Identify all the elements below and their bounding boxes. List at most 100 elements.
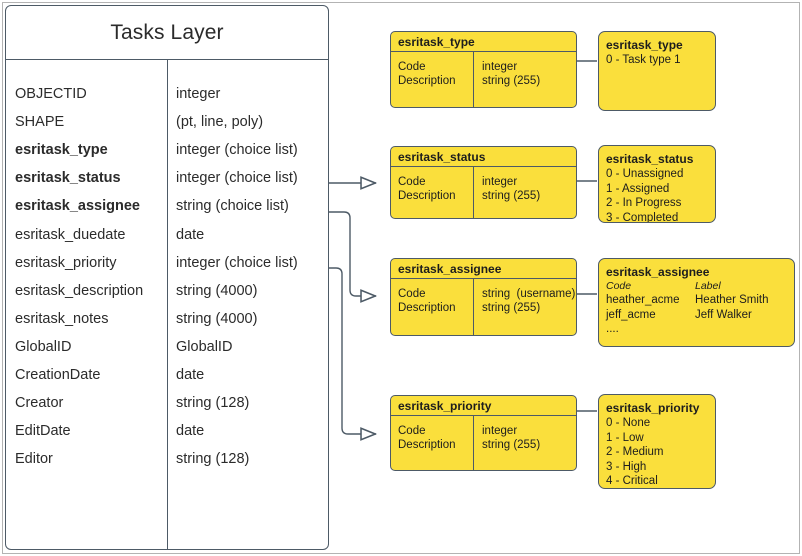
table-row[interactable]: esritask_notes string (4000) [6,305,328,333]
field-name: GlobalID [15,339,72,355]
field-type: GlobalID [176,339,233,355]
value-table-row: jeff_acme Jeff Walker [606,308,794,323]
domain-box-left-col: Code Description [391,416,474,470]
domain-box-body: Code Description integer string (255) [391,416,576,470]
tasks-layer-header: Tasks Layer [6,6,328,60]
field-name: esritask_assignee [15,198,140,214]
value-item: 2 - Medium [606,446,664,458]
table-row[interactable]: SHAPE (pt, line, poly) [6,108,328,136]
value-code: jeff_acme [606,308,656,321]
value-item: 0 - None [606,417,651,429]
field-type: integer (choice list) [176,170,298,186]
field-type: integer [176,86,221,102]
domain-field-label: Code [398,176,426,188]
domain-box-esritask-status[interactable]: esritask_status Code Description integer… [390,146,577,219]
value-label: Heather Smith [695,294,769,306]
domain-box-title: esritask_status [391,147,576,167]
domain-box-esritask-assignee[interactable]: esritask_assignee Code Description strin… [390,258,577,336]
value-code: heather_acme [606,294,680,306]
value-box-esritask-status[interactable]: esritask_status 0 - Unassigned 1 - Assig… [598,145,716,223]
column-header-label: Label [695,280,721,292]
field-type: date [176,367,205,383]
domain-box-title: esritask_assignee [391,259,576,279]
field-name: OBJECTID [15,86,87,102]
domain-field-type: integer [482,425,518,437]
value-item: 0 - Unassigned [606,168,684,180]
domain-field-type: integer [482,61,518,73]
value-item: 1 - Low [606,431,644,444]
domain-box-body: Code Description integer string (255) [391,52,576,107]
domain-box-left-col: Code Description [391,52,474,107]
domain-field-type: string (255) [482,439,541,451]
value-box-title: esritask_type [606,38,683,52]
page-title: Tasks Layer [110,20,224,44]
field-type: integer (choice list) [176,142,298,158]
domain-field-label: Description [398,190,456,202]
field-name: esritask_priority [15,255,117,271]
domain-field-type: integer [482,176,518,188]
domain-field-type: string (255) [482,75,541,87]
field-type: string (128) [176,395,250,411]
domain-box-right-col: integer string (255) [474,52,576,107]
table-row[interactable]: GlobalID GlobalID [6,333,328,361]
field-name: esritask_status [15,170,121,186]
table-row[interactable]: Editor string (128) [6,445,328,473]
table-row[interactable]: EditDate date [6,417,328,445]
domain-box-title: esritask_type [391,32,576,52]
value-item: 1 - Assigned [606,182,670,195]
domain-box-body: Code Description integer string (255) [391,167,576,218]
value-box-esritask-type[interactable]: esritask_type 0 - Task type 1 [598,31,716,111]
table-row[interactable]: esritask_description string (4000) [6,277,328,305]
domain-field-type: string (255) [482,190,541,202]
value-item: 3 - High [606,460,647,473]
table-row[interactable]: esritask_assignee string (choice list) [6,192,328,220]
domain-box-right-col: integer string (255) [474,167,576,218]
table-row[interactable]: esritask_priority integer (choice list) [6,249,328,277]
table-row[interactable]: esritask_status integer (choice list) [6,164,328,192]
domain-field-label: Code [398,61,426,73]
domain-box-left-col: Code Description [391,279,474,335]
field-type: integer (choice list) [176,255,298,271]
domain-box-esritask-priority[interactable]: esritask_priority Code Description integ… [390,395,577,471]
domain-field-label: Description [398,75,456,87]
table-row[interactable]: CreationDate date [6,361,328,389]
value-item: 3 - Completed [606,211,679,223]
table-row[interactable]: esritask_duedate date [6,221,328,249]
value-box-title: esritask_priority [606,401,700,415]
value-label [695,322,794,337]
tasks-layer-fields: OBJECTID integer SHAPE (pt, line, poly) … [6,60,328,549]
field-name: CreationDate [15,367,101,383]
domain-field-label: Code [398,288,426,300]
domain-field-label: Code [398,425,426,437]
value-box-table: Code Label heather_acme Heather Smith je… [606,280,794,337]
table-row[interactable]: Creator string (128) [6,389,328,417]
domain-box-left-col: Code Description [391,167,474,218]
value-table-row: .... [606,322,794,337]
field-type: date [176,423,205,439]
column-header-code: Code [606,280,632,292]
field-name: esritask_description [15,283,144,299]
domain-box-right-col: string (username) string (255) [474,279,576,335]
field-name: esritask_notes [15,311,109,327]
connector-assignee [329,211,376,296]
tasks-layer-table[interactable]: Tasks Layer OBJECTID integer SHAPE (pt, … [5,5,329,550]
domain-box-esritask-type[interactable]: esritask_type Code Description integer s… [390,31,577,108]
field-name: EditDate [15,423,71,439]
field-type: string (choice list) [176,198,289,214]
value-table-header-row: Code Label [606,280,794,293]
table-row[interactable]: esritask_type integer (choice list) [6,136,328,164]
domain-field-label: Description [398,439,456,451]
field-type: string (128) [176,451,250,467]
value-item: 0 - Task type 1 [606,54,681,66]
field-type: string (4000) [176,311,258,327]
column-divider [167,60,168,549]
value-box-esritask-priority[interactable]: esritask_priority 0 - None 1 - Low 2 - M… [598,394,716,489]
domain-field-type: string (255) [482,302,541,314]
domain-box-title: esritask_priority [391,396,576,416]
value-label: Jeff Walker [695,308,752,321]
value-box-title: esritask_assignee [606,265,710,279]
value-box-esritask-assignee[interactable]: esritask_assignee Code Label heather_acm… [598,258,795,347]
field-name: SHAPE [15,114,65,130]
table-row[interactable]: OBJECTID integer [6,80,328,108]
field-name: esritask_duedate [15,227,126,243]
